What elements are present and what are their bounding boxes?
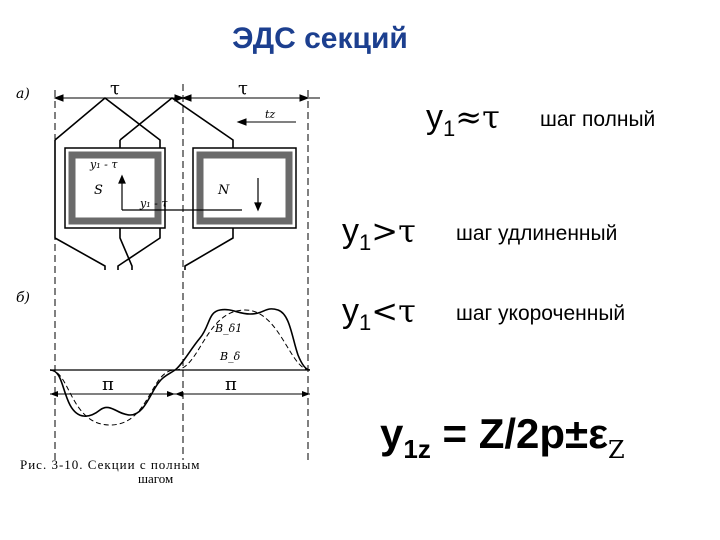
full-pitch-label: шаг полный [540, 108, 656, 131]
condition-long-pitch: y1>τ [342, 212, 416, 255]
condition-full-pitch: y1≈τ [426, 98, 500, 141]
figure-caption: Рис. 3-10. Секции с полным шагом [20, 458, 330, 486]
tau-dimension [53, 84, 320, 460]
condition-operator: <τ [371, 292, 416, 330]
b-delta-label: B_δ [219, 350, 241, 363]
condition-subscript: 1 [359, 310, 372, 335]
short-pitch-label: шаг укороченный [456, 302, 626, 325]
condition-subscript: 1 [359, 230, 372, 255]
page-title: ЭДС секций [232, 22, 408, 55]
flux-arrows [118, 174, 262, 212]
condition-operator: >τ [371, 212, 416, 250]
fundamental-wave [49, 309, 311, 426]
condition-symbol: y [426, 98, 443, 136]
tz-label: tz [265, 108, 275, 121]
formula-subscript-2: Z [608, 436, 625, 464]
pi-label-2: π [225, 374, 237, 395]
tau-label-1: τ [110, 78, 120, 99]
caption-line-1: Рис. 3-10. Секции с полным [20, 457, 201, 472]
waveform-axes [50, 369, 310, 397]
y1-tau-label: y₁ - τ [89, 158, 118, 171]
pole-s [64, 147, 166, 229]
pole-n-label: N [217, 183, 230, 198]
diagram-svg: а) б) τ τ tz [16, 78, 320, 460]
tau-label-2: τ [238, 78, 248, 99]
caption-line-2: шагом [138, 471, 174, 486]
b-delta1-label: B_δ1 [214, 322, 242, 335]
pole-n [192, 147, 297, 229]
condition-short-pitch: y1<τ [342, 292, 416, 335]
section-diagram: а) б) τ τ tz [10, 70, 330, 500]
pi-label-1: π [102, 374, 114, 395]
condition-subscript: 1 [443, 116, 456, 141]
condition-symbol: y [342, 292, 359, 330]
label-b: б) [16, 290, 30, 306]
long-pitch-label: шаг удлиненный [456, 222, 618, 245]
pitch-formula: y1z = Z/2p±εZ [380, 410, 625, 464]
formula-rest: = Z/2p±ε [430, 410, 609, 457]
condition-symbol: y [342, 212, 359, 250]
condition-operator: ≈τ [455, 98, 500, 136]
formula-subscript-1: 1z [403, 434, 431, 464]
field-wave [49, 308, 311, 417]
pole-s-label: S [94, 183, 103, 198]
label-a: а) [16, 86, 30, 102]
y1-tau-label-2: y₁ - τ [139, 197, 168, 210]
formula-main: y [380, 410, 404, 457]
